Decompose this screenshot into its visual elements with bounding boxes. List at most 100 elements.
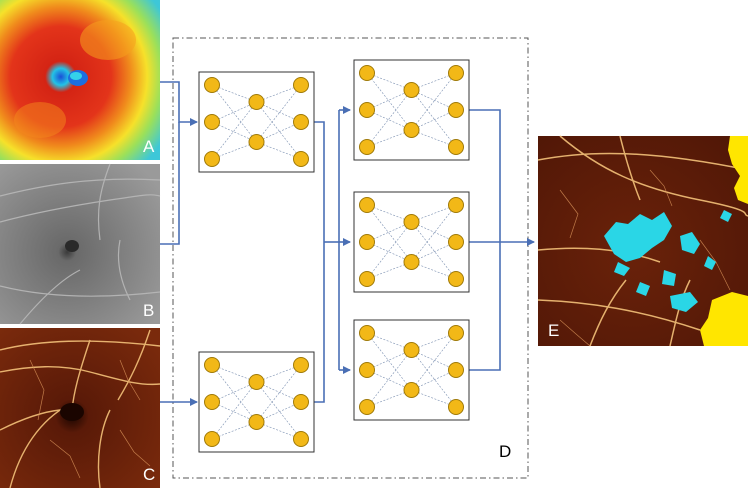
network-edge — [366, 349, 412, 408]
ensemble-frame — [172, 37, 529, 479]
network-edge — [366, 204, 412, 263]
network-edge — [366, 349, 412, 371]
network-node — [293, 77, 309, 93]
network-edge — [366, 221, 412, 243]
network-edge — [256, 101, 302, 160]
network-box-5 — [353, 319, 470, 421]
network-connections — [211, 84, 302, 160]
network-node — [403, 122, 420, 138]
ensemble-label: D — [499, 442, 511, 461]
network-edge — [411, 204, 457, 263]
network-edge — [366, 89, 412, 148]
panel-c-label: C — [143, 465, 155, 484]
network-node — [248, 414, 265, 430]
network-node — [359, 65, 375, 81]
network-edge — [411, 72, 457, 131]
highlight-regions — [700, 136, 748, 346]
merge-line — [314, 121, 325, 403]
network-edge — [411, 221, 457, 280]
network-edge — [366, 241, 412, 263]
network-edge — [366, 89, 412, 111]
network-node — [359, 325, 375, 341]
network-node — [359, 139, 375, 155]
network-edge — [256, 121, 302, 143]
network-edge — [366, 72, 412, 131]
network-node — [248, 134, 265, 150]
panel-a-heatmap: A — [0, 0, 160, 160]
network-edge — [211, 364, 257, 423]
network-node — [448, 399, 464, 415]
network-edge — [411, 89, 457, 111]
panel-e-segmentation-output: E — [537, 135, 748, 347]
network-edge — [366, 332, 412, 391]
network-node — [204, 357, 220, 373]
network-node — [359, 234, 375, 250]
lesion-regions — [604, 210, 732, 312]
network-node — [204, 394, 220, 410]
network-box-1 — [198, 71, 315, 173]
network-node — [448, 234, 464, 250]
network-node — [293, 114, 309, 130]
network-edge — [256, 381, 302, 403]
network-edge — [411, 89, 457, 148]
panel-a-label: A — [143, 137, 155, 156]
network-node — [403, 382, 420, 398]
network-node — [403, 342, 420, 358]
network-edge — [411, 332, 457, 391]
network-node — [403, 82, 420, 98]
network-edge — [256, 101, 302, 123]
network-node — [448, 65, 464, 81]
network-edge — [211, 401, 257, 423]
network-node — [448, 325, 464, 341]
network-node — [448, 362, 464, 378]
network-boxes — [198, 59, 470, 453]
network-edge — [411, 349, 457, 408]
network-box-4 — [353, 191, 470, 293]
arrow-a-to-net1 — [160, 81, 198, 126]
panel-e-label: E — [548, 321, 559, 340]
network-edge — [411, 221, 457, 243]
connector-arrows — [160, 81, 535, 406]
network-edge — [411, 241, 457, 263]
network-edge — [211, 101, 257, 123]
network-node — [204, 151, 220, 167]
network-node — [204, 114, 220, 130]
network-node — [293, 431, 309, 447]
network-node — [359, 197, 375, 213]
network-box-3 — [353, 59, 470, 161]
panel-c-oct-angiography: C — [0, 328, 161, 489]
network-node — [293, 151, 309, 167]
network-edge — [411, 349, 457, 371]
arrow-b-to-net1 — [160, 122, 180, 245]
network-node — [403, 214, 420, 230]
network-edge — [366, 109, 412, 131]
network-node — [293, 357, 309, 373]
network-edge — [211, 101, 257, 160]
network-edge — [366, 369, 412, 391]
network-node — [293, 394, 309, 410]
network-node — [204, 431, 220, 447]
network-edge — [211, 381, 257, 440]
network-node — [448, 139, 464, 155]
network-edge — [256, 364, 302, 423]
network-node — [448, 197, 464, 213]
network-node — [448, 271, 464, 287]
network-edge — [256, 381, 302, 440]
network-edge — [211, 84, 257, 143]
network-edge — [211, 381, 257, 403]
network-edge — [411, 109, 457, 131]
network-edge — [366, 221, 412, 280]
network-node — [403, 254, 420, 270]
collect-line — [469, 109, 501, 371]
network-node — [359, 102, 375, 118]
network-node — [248, 94, 265, 110]
network-node — [448, 102, 464, 118]
network-edge — [411, 369, 457, 391]
network-box-2 — [198, 351, 315, 453]
network-edge — [256, 401, 302, 423]
network-node — [359, 271, 375, 287]
network-node — [359, 362, 375, 378]
panel-b-fundus-infrared: B — [0, 163, 161, 325]
